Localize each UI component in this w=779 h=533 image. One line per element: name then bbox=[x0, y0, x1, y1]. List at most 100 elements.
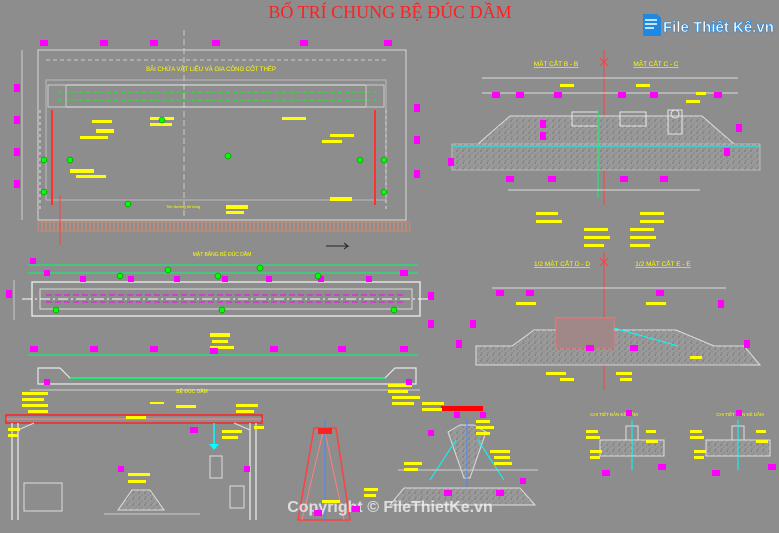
dimension-tag bbox=[690, 430, 702, 433]
survey-point-icon bbox=[124, 200, 132, 208]
level-marker bbox=[314, 510, 322, 516]
section-dd-ee: 1/2 MẶT CẮT D - D 1/2 MẶT CẮT E - E bbox=[475, 252, 762, 390]
level-marker bbox=[266, 276, 272, 282]
level-marker bbox=[714, 92, 722, 98]
dimension-tag bbox=[690, 356, 702, 359]
level-marker bbox=[400, 346, 408, 352]
dimension-tag bbox=[630, 236, 656, 239]
level-marker bbox=[100, 40, 108, 46]
dimension-tag bbox=[590, 450, 602, 453]
level-marker bbox=[118, 466, 124, 472]
level-marker bbox=[384, 40, 392, 46]
dimension-tag bbox=[404, 462, 422, 465]
survey-point-icon bbox=[380, 156, 388, 164]
dimension-tag bbox=[210, 333, 230, 337]
dimension-tag bbox=[630, 244, 650, 247]
dimension-tag bbox=[536, 212, 558, 215]
dimension-tag bbox=[8, 434, 18, 437]
survey-point-icon bbox=[214, 272, 222, 280]
level-marker bbox=[658, 464, 666, 470]
level-marker bbox=[454, 412, 460, 418]
dimension-tag bbox=[322, 140, 342, 143]
level-marker bbox=[520, 478, 526, 484]
dimension-tag bbox=[176, 405, 196, 408]
dimension-tag bbox=[22, 398, 44, 401]
level-marker bbox=[244, 466, 250, 472]
dimension-tag bbox=[392, 396, 420, 399]
dimension-tag bbox=[546, 372, 566, 375]
bed-elevation bbox=[28, 354, 420, 391]
level-marker bbox=[222, 276, 228, 282]
level-marker bbox=[44, 379, 50, 385]
survey-point-icon bbox=[40, 156, 48, 164]
dimension-tag bbox=[330, 197, 352, 201]
detail-right bbox=[705, 420, 771, 470]
level-marker bbox=[128, 276, 134, 282]
dimension-tag bbox=[322, 500, 340, 503]
survey-point-icon bbox=[356, 156, 364, 164]
level-marker bbox=[30, 258, 36, 264]
level-marker bbox=[492, 92, 500, 98]
dimension-tag bbox=[640, 212, 664, 215]
level-marker bbox=[618, 92, 626, 98]
level-marker bbox=[736, 410, 742, 416]
dimension-tag bbox=[226, 205, 248, 209]
level-marker bbox=[414, 136, 420, 144]
dimension-tag bbox=[212, 340, 228, 343]
survey-point-icon bbox=[380, 188, 388, 196]
dimension-tag bbox=[620, 378, 632, 381]
level-marker bbox=[300, 40, 308, 46]
level-marker bbox=[516, 92, 524, 98]
dimension-tag bbox=[22, 404, 48, 407]
site-logo: File Thiết Kế.vn bbox=[643, 14, 774, 36]
level-marker bbox=[586, 345, 594, 351]
level-marker bbox=[6, 290, 12, 298]
dimension-tag bbox=[630, 228, 654, 231]
dimension-tag bbox=[756, 430, 766, 433]
dimension-tag bbox=[126, 416, 146, 419]
level-marker bbox=[190, 427, 198, 433]
dimension-tag bbox=[226, 211, 244, 214]
survey-point-icon bbox=[256, 264, 264, 272]
level-marker bbox=[14, 84, 20, 92]
level-marker bbox=[554, 92, 562, 98]
level-marker bbox=[44, 270, 50, 276]
level-marker bbox=[428, 430, 434, 436]
dimension-tag bbox=[536, 220, 562, 223]
dimension-tag bbox=[560, 84, 574, 87]
survey-point-icon bbox=[52, 306, 60, 314]
level-marker bbox=[428, 292, 434, 300]
level-marker bbox=[768, 464, 776, 470]
dimension-tag bbox=[150, 123, 172, 126]
level-marker bbox=[724, 148, 730, 156]
site-plan: BÃI CHỨA VẬT LIỆU VÀ GIA CÔNG CỐT THÉP T… bbox=[21, 30, 411, 250]
dimension-tag bbox=[590, 456, 600, 459]
level-marker bbox=[540, 120, 546, 128]
level-marker bbox=[480, 412, 486, 418]
survey-point-icon bbox=[164, 266, 172, 274]
dimension-tag bbox=[586, 430, 598, 433]
level-marker bbox=[14, 116, 20, 124]
gantry-elevation: BỆ ĐÚC DẦM bbox=[5, 387, 263, 520]
dimension-tag bbox=[404, 468, 418, 471]
dimension-tag bbox=[696, 92, 706, 95]
level-marker bbox=[526, 290, 534, 296]
dimension-tag bbox=[494, 456, 510, 459]
dimension-tag bbox=[236, 404, 258, 407]
level-marker bbox=[602, 470, 610, 476]
dimension-tag bbox=[690, 436, 704, 439]
dimension-tag bbox=[616, 372, 632, 375]
dimension-tag bbox=[76, 175, 106, 178]
level-marker bbox=[366, 276, 372, 282]
dimension-tag bbox=[640, 220, 664, 223]
section-ee-label: 1/2 MẶT CẮT E - E bbox=[635, 259, 691, 268]
survey-point-icon bbox=[218, 306, 226, 314]
level-marker bbox=[712, 470, 720, 476]
dimension-tag bbox=[586, 436, 600, 439]
survey-point-icon bbox=[116, 272, 124, 280]
level-marker bbox=[174, 276, 180, 282]
dimension-tag bbox=[388, 384, 412, 387]
level-marker bbox=[448, 158, 454, 166]
dimension-tag bbox=[476, 432, 490, 435]
